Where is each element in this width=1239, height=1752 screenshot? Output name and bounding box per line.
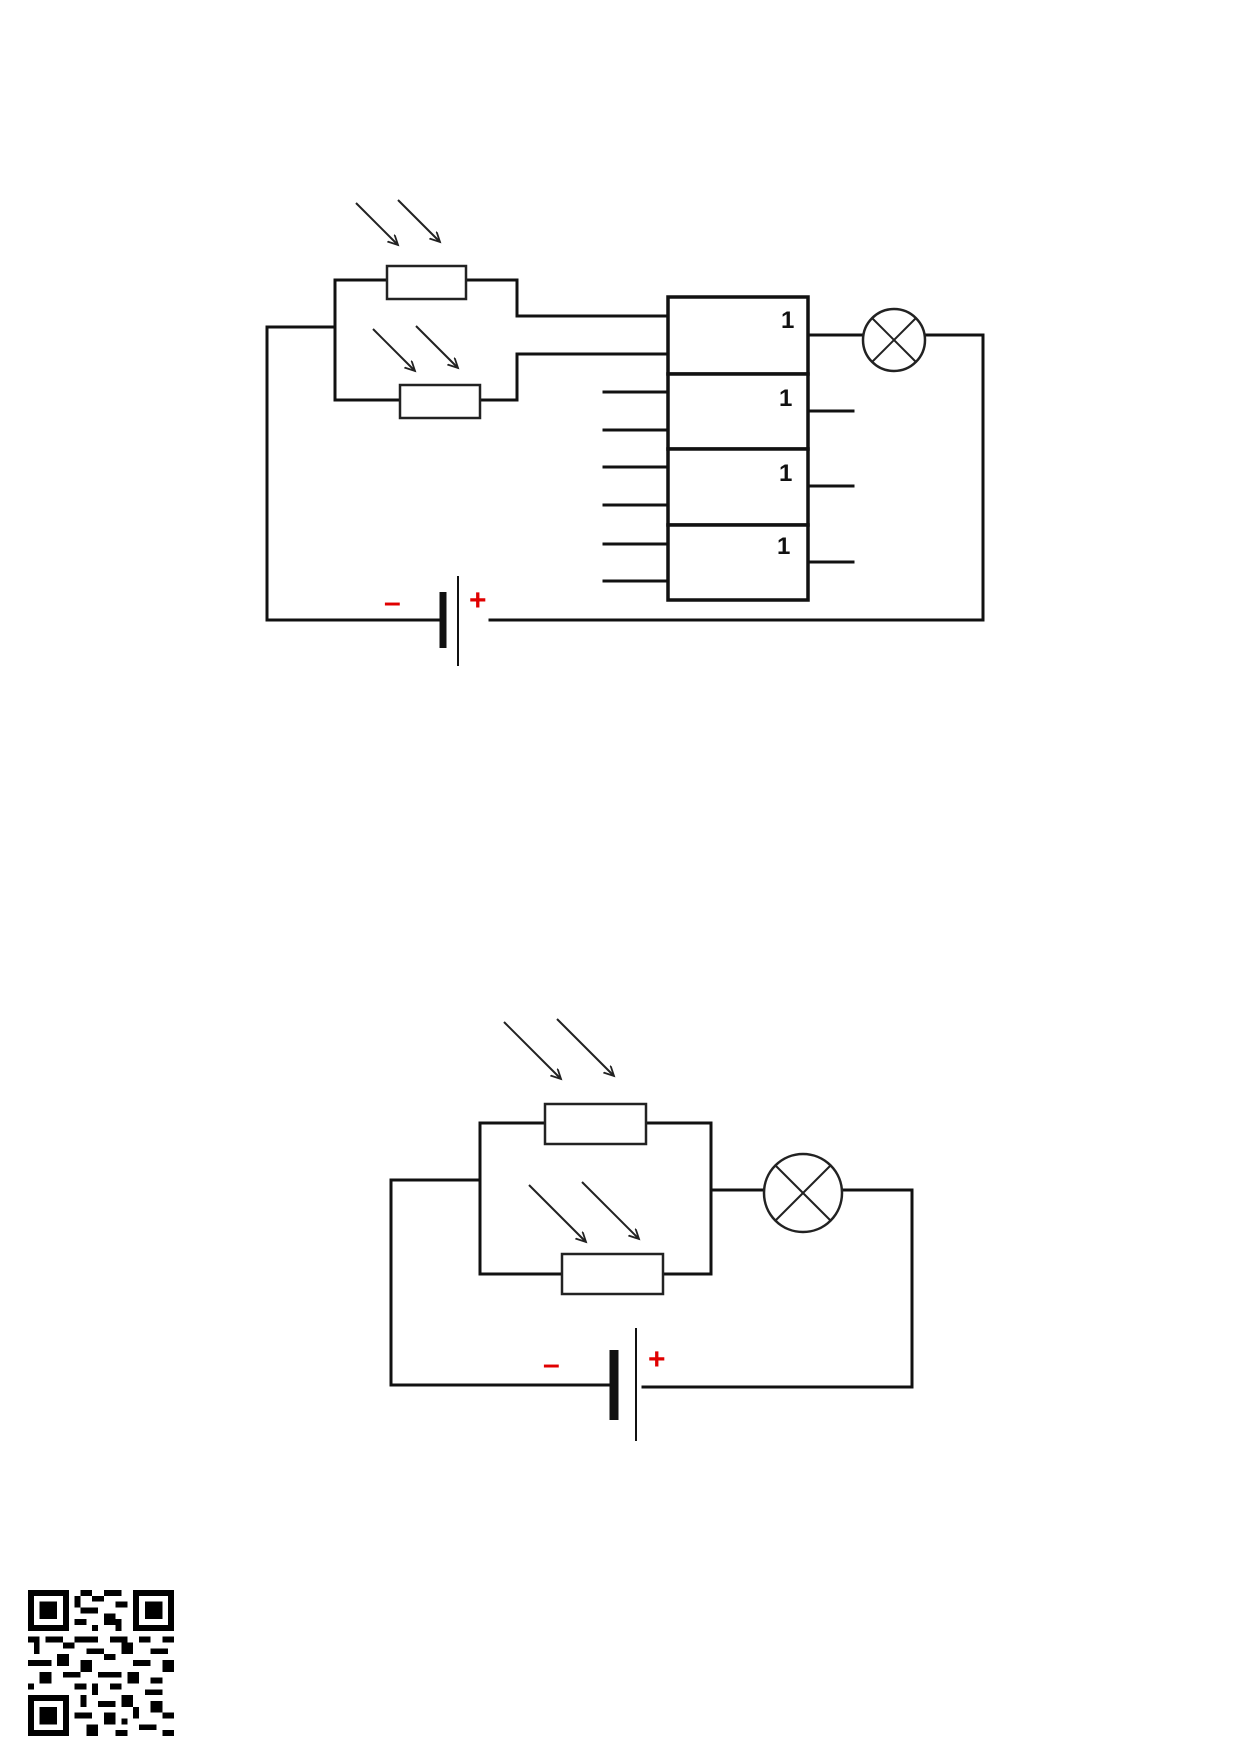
bottom-wires	[389, 1121, 914, 1389]
photoresistor-icon	[372, 325, 482, 420]
gate-label: 1	[779, 385, 792, 412]
top-wires	[265, 278, 985, 622]
negative-terminal-label: –	[384, 586, 401, 619]
qr-code-icon	[28, 1590, 174, 1736]
battery-icon: – +	[543, 1328, 666, 1441]
logic-gate-stack: 1 1 1 1	[666, 295, 810, 602]
photoresistor-icon	[355, 199, 468, 301]
lamp-icon	[762, 1152, 844, 1234]
or-gate	[666, 523, 810, 602]
top-circuit: 1 1 1 1 – +	[265, 199, 985, 666]
bottom-circuit: – +	[389, 1018, 914, 1441]
negative-terminal-label: –	[543, 1348, 560, 1381]
photoresistor-icon	[503, 1018, 648, 1146]
lamp-icon	[861, 307, 927, 373]
photoresistor-icon	[528, 1181, 665, 1296]
positive-terminal-label: +	[469, 584, 487, 617]
or-gate	[666, 372, 810, 451]
gate-label: 1	[777, 533, 790, 560]
gate-label: 1	[779, 460, 792, 487]
positive-terminal-label: +	[648, 1343, 666, 1376]
or-gate	[666, 447, 810, 527]
battery-icon: – +	[384, 576, 487, 666]
gate-label: 1	[781, 307, 794, 334]
